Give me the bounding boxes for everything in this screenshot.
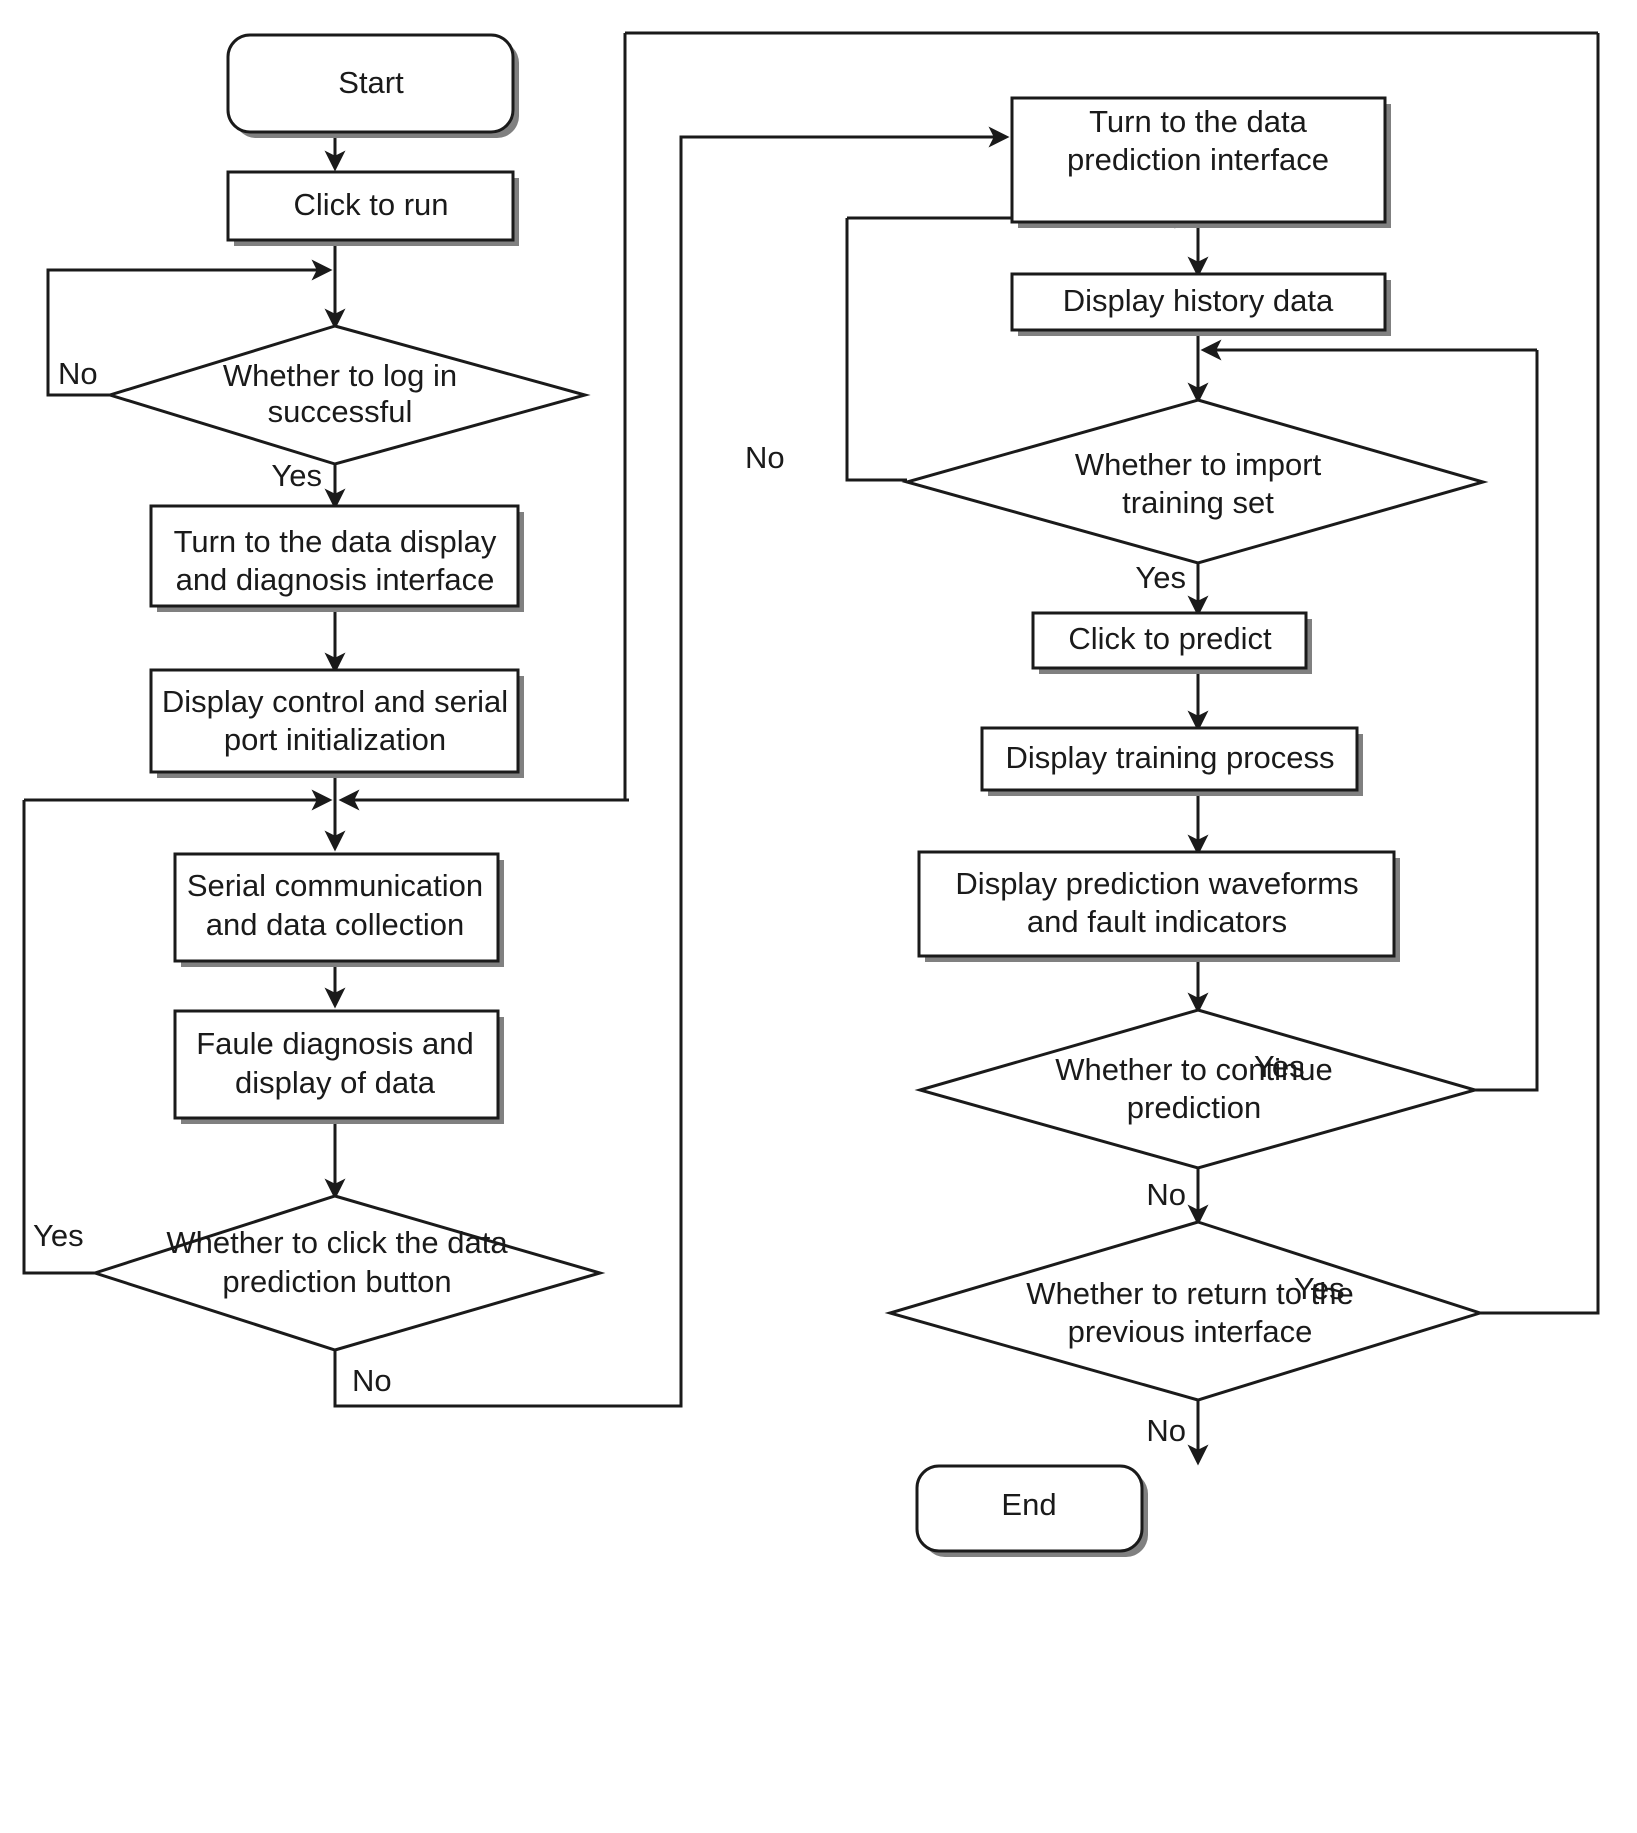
node-login-decision-line1: Whether to log in bbox=[223, 358, 457, 393]
node-return-interface-decision-line1: Whether to return to the bbox=[1026, 1276, 1353, 1311]
node-serial-communication-line1: Serial communication bbox=[187, 868, 483, 903]
node-turn-to-prediction-line2: prediction interface bbox=[1067, 142, 1329, 177]
node-start-label: Start bbox=[338, 65, 404, 100]
node-serial-communication-line2: and data collection bbox=[206, 907, 465, 942]
node-turn-to-prediction-line1: Turn to the data bbox=[1089, 104, 1307, 139]
node-display-training: Display training process bbox=[980, 726, 1363, 796]
node-fault-diagnosis: Faule diagnosis and display of data bbox=[173, 1009, 504, 1124]
node-continue-prediction-decision: Whether to continue prediction bbox=[914, 1008, 1481, 1170]
node-turn-to-prediction: Turn to the data prediction interface bbox=[1010, 96, 1391, 228]
node-continue-prediction-decision-line2: prediction bbox=[1127, 1090, 1261, 1125]
node-import-training-decision: Whether to import training set bbox=[901, 398, 1489, 565]
edge-login-no-loop bbox=[46, 259, 333, 397]
node-display-training-label: Display training process bbox=[1005, 740, 1334, 775]
edge-label-login-yes: Yes bbox=[271, 458, 322, 493]
node-display-waveforms-line1: Display prediction waveforms bbox=[955, 866, 1358, 901]
node-click-to-run: Click to run bbox=[226, 170, 519, 246]
edge-label-import-yes: Yes bbox=[1135, 560, 1186, 595]
edge-import-q-no bbox=[845, 218, 907, 482]
node-return-interface-decision-line2: previous interface bbox=[1068, 1314, 1313, 1349]
node-end: End bbox=[915, 1464, 1148, 1557]
node-display-waveforms: Display prediction waveforms and fault i… bbox=[917, 850, 1400, 962]
node-return-interface-decision: Whether to return to the previous interf… bbox=[884, 1220, 1485, 1402]
node-login-decision: Whether to log in successful bbox=[104, 324, 591, 466]
node-turn-to-display-line2: and diagnosis interface bbox=[176, 562, 495, 597]
node-login-decision-line2: successful bbox=[268, 394, 413, 429]
node-serial-communication: Serial communication and data collection bbox=[173, 852, 504, 967]
node-display-control-line1: Display control and serial bbox=[162, 684, 508, 719]
node-fault-diagnosis-line1: Faule diagnosis and bbox=[196, 1026, 473, 1061]
node-click-to-predict: Click to predict bbox=[1031, 611, 1312, 674]
node-display-waveforms-line2: and fault indicators bbox=[1027, 904, 1287, 939]
edge-label-import-no: No bbox=[745, 440, 785, 475]
node-import-training-decision-line2: training set bbox=[1122, 485, 1274, 520]
edge-label-login-no: No bbox=[58, 356, 98, 391]
node-display-control: Display control and serial port initiali… bbox=[149, 668, 524, 778]
node-end-label: End bbox=[1001, 1487, 1056, 1522]
node-click-predict-decision: Whether to click the data prediction but… bbox=[90, 1194, 606, 1352]
edge-continue-q-yes bbox=[1475, 350, 1539, 1092]
node-fault-diagnosis-line2: display of data bbox=[235, 1065, 436, 1100]
node-continue-prediction-decision-line1: Whether to continue bbox=[1055, 1052, 1332, 1087]
node-display-history: Display history data bbox=[1010, 272, 1391, 336]
node-click-to-predict-label: Click to predict bbox=[1068, 621, 1272, 656]
edge-label-return-no: No bbox=[1146, 1413, 1186, 1448]
node-click-predict-decision-line2: prediction button bbox=[222, 1264, 451, 1299]
node-import-training-decision-line1: Whether to import bbox=[1075, 447, 1322, 482]
node-click-predict-decision-line1: Whether to click the data bbox=[166, 1225, 508, 1260]
edge-label-click-predict-yes: Yes bbox=[33, 1218, 84, 1253]
node-start: Start bbox=[226, 33, 519, 138]
edge-predict-q-no bbox=[333, 126, 1010, 1408]
edge-label-return-yes: Yes bbox=[1294, 1271, 1345, 1306]
node-display-history-label: Display history data bbox=[1063, 283, 1334, 318]
edge-return-q-yes bbox=[1480, 33, 1600, 1315]
node-click-to-run-label: Click to run bbox=[293, 187, 448, 222]
edge-label-continue-yes: Yes bbox=[1254, 1049, 1305, 1084]
edge-predict-q-yes bbox=[22, 800, 95, 1275]
edge-label-click-predict-no: No bbox=[352, 1363, 392, 1398]
node-turn-to-display: Turn to the data display and diagnosis i… bbox=[149, 504, 524, 612]
edge-label-continue-no: No bbox=[1146, 1177, 1186, 1212]
node-display-control-line2: port initialization bbox=[224, 722, 446, 757]
node-turn-to-display-line1: Turn to the data display bbox=[174, 524, 497, 559]
